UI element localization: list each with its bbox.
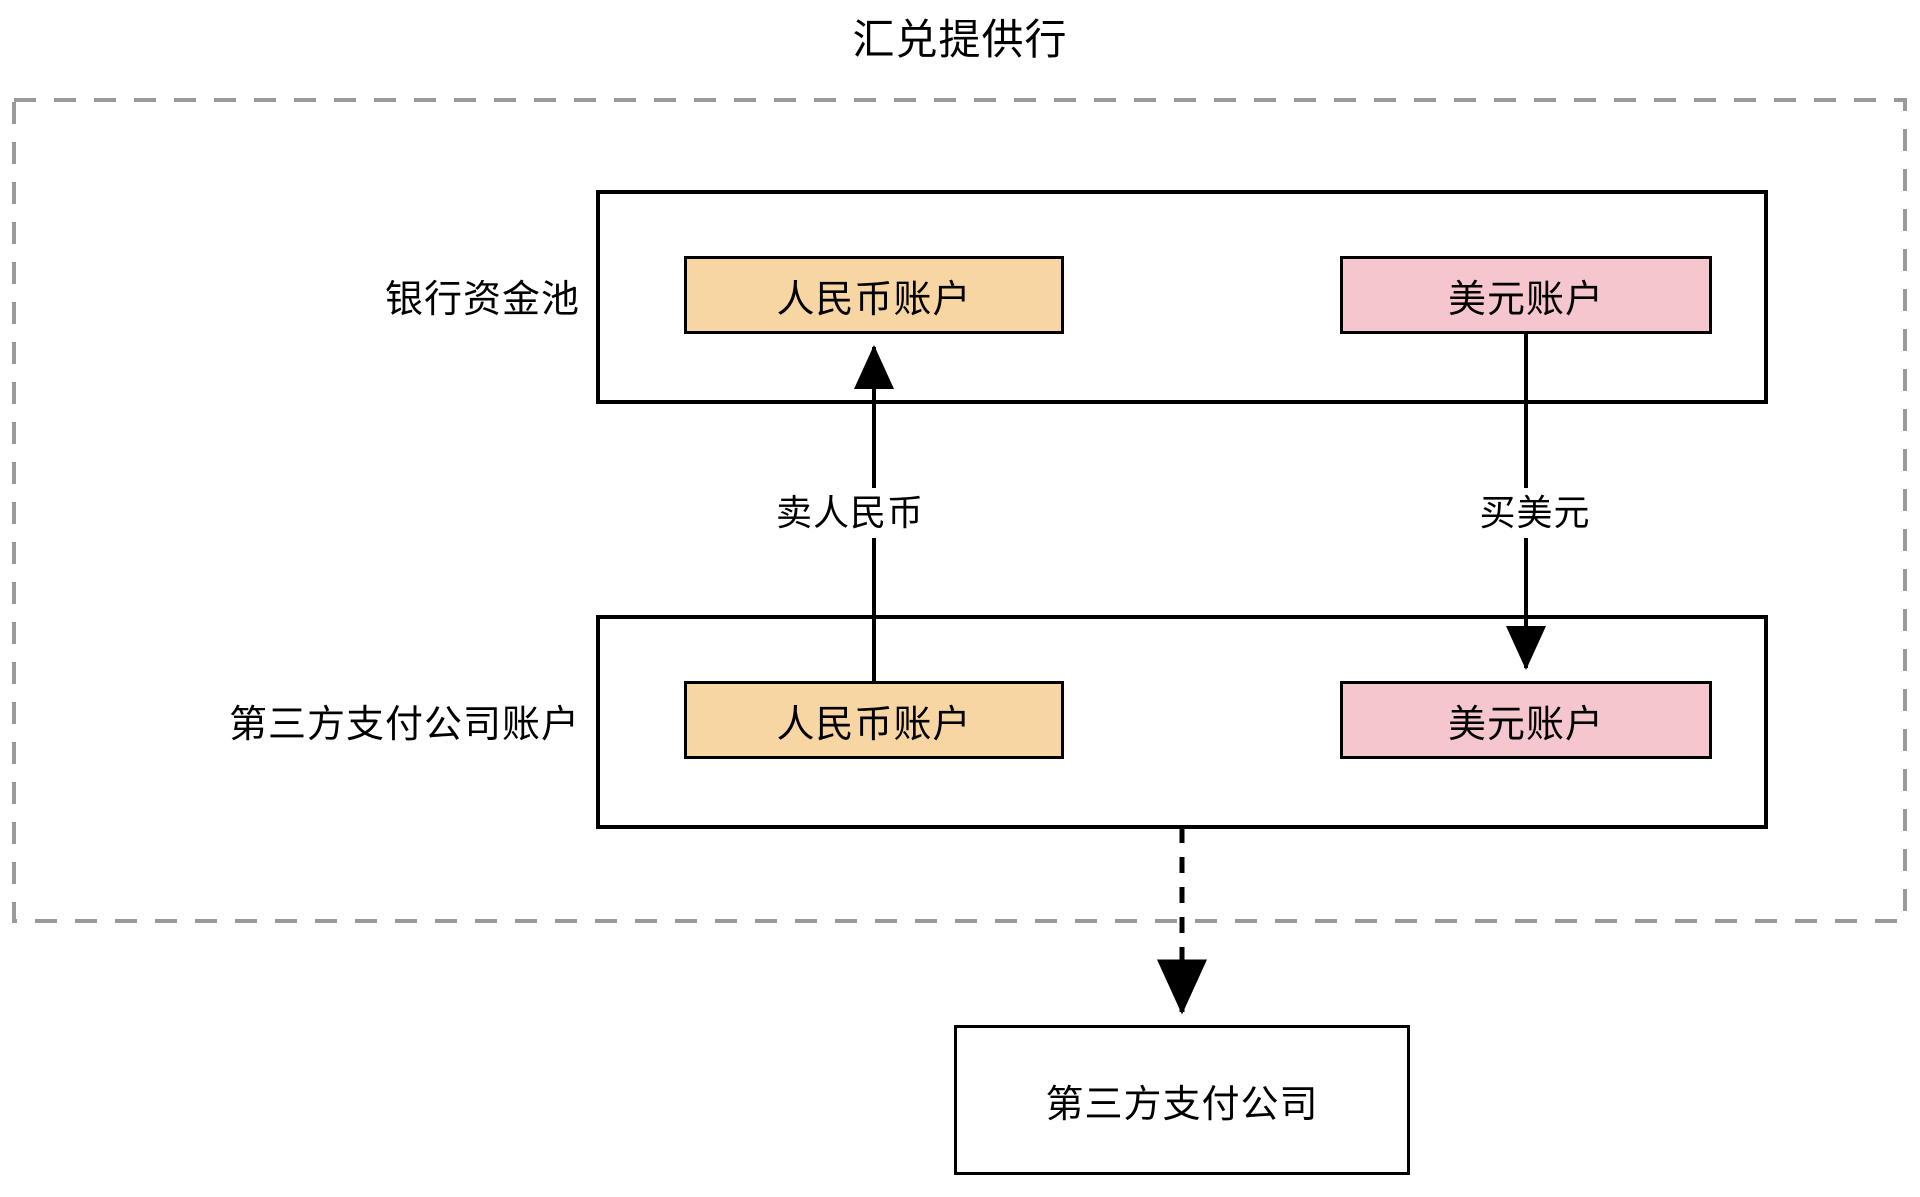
diagram-title: 汇兑提供行 bbox=[852, 16, 1068, 63]
account-box-tpp-cny[interactable]: 人民币账户 bbox=[684, 681, 1064, 759]
node-tpp-company[interactable]: 第三方支付公司 bbox=[954, 1025, 1410, 1175]
account-box-bank-cny[interactable]: 人民币账户 bbox=[684, 256, 1064, 334]
container-label-tpp-accounts: 第三方支付公司账户 bbox=[228, 704, 580, 746]
edge-label-buy-usd: 买美元 bbox=[1390, 488, 1680, 538]
account-box-tpp-usd[interactable]: 美元账户 bbox=[1340, 681, 1712, 759]
account-box-bank-usd[interactable]: 美元账户 bbox=[1340, 256, 1712, 334]
edge-label-sell-cny: 卖人民币 bbox=[700, 488, 1000, 538]
container-label-bank-pool: 银行资金池 bbox=[384, 279, 580, 321]
